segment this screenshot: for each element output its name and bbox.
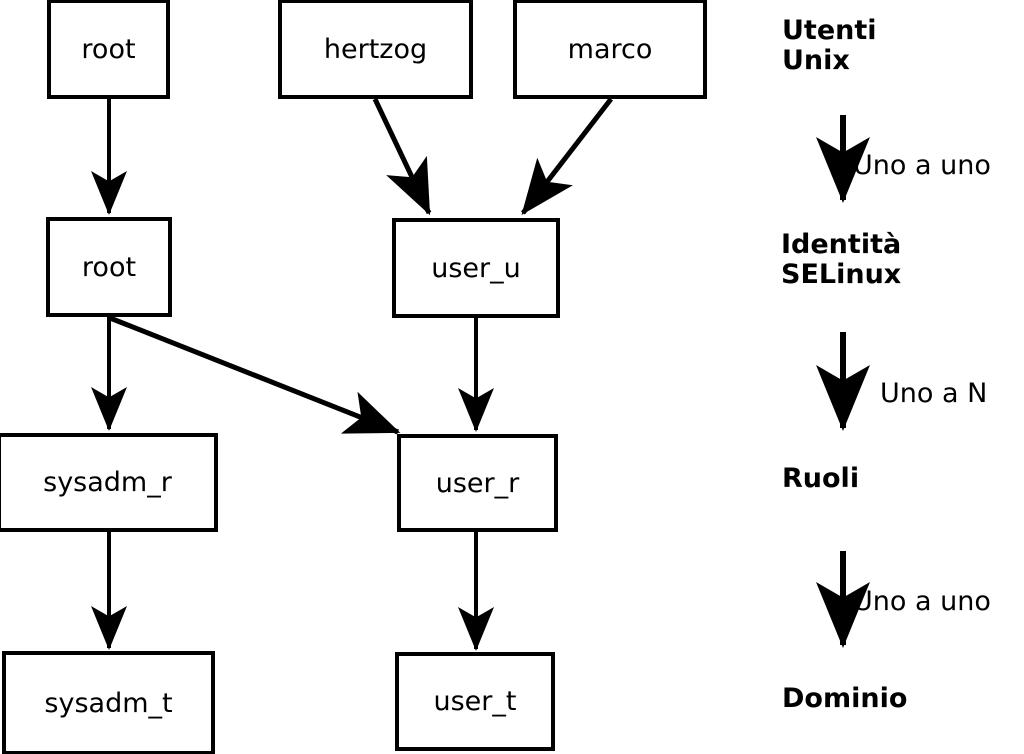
node-role-user-r[interactable]: user_r: [397, 434, 558, 532]
edge-marco-to-user-u: [521, 97, 613, 215]
node-domain-user-t[interactable]: user_t: [395, 652, 555, 751]
node-role-sysadm-r[interactable]: sysadm_r: [0, 433, 218, 532]
edge-selinux-root-to-user-r: [109, 315, 401, 435]
node-label: root: [81, 33, 136, 65]
legend-relation-one-to-one-2: Uno a uno: [853, 586, 991, 617]
node-label: user_r: [435, 467, 520, 499]
node-label: sysadm_t: [44, 687, 173, 719]
node-unix-marco[interactable]: marco: [513, 0, 707, 99]
node-selinux-root[interactable]: root: [46, 217, 172, 317]
node-domain-sysadm-t[interactable]: sysadm_t: [2, 651, 215, 754]
node-label: user_u: [431, 252, 521, 284]
legend-level-unix-user: Utenti Unix: [782, 15, 877, 76]
edge-hertzog-to-user-u: [372, 97, 432, 216]
legend-level-role: Ruoli: [782, 463, 860, 494]
legend-level-domain: Dominio: [782, 683, 908, 714]
legend-relation-one-to-one-1: Uno a uno: [853, 150, 991, 181]
node-label: sysadm_r: [43, 467, 172, 498]
node-label: marco: [567, 33, 653, 65]
legend-level-selinux-identity: Identità SELinux: [781, 229, 902, 290]
legend-relation-one-to-n: Uno a N: [880, 378, 988, 409]
node-label: root: [81, 251, 137, 283]
node-unix-root[interactable]: root: [47, 0, 170, 99]
node-label: user_t: [433, 686, 517, 717]
node-unix-hertzog[interactable]: hertzog: [278, 0, 473, 99]
node-selinux-user-u[interactable]: user_u: [392, 218, 560, 318]
node-label: hertzog: [323, 33, 428, 65]
